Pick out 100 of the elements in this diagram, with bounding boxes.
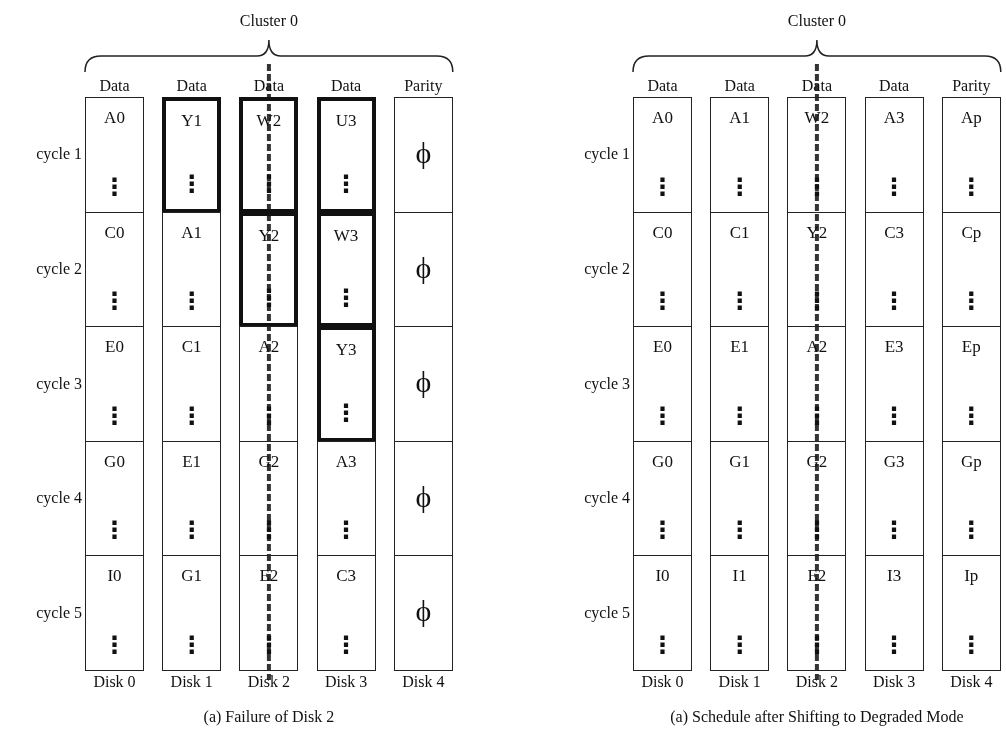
block-name: G0 [651,451,674,472]
block-name: I3 [886,566,903,587]
block-name: W2 [803,108,831,128]
block-name: U3 [334,111,358,131]
block-name: Y2 [257,225,281,246]
block-name: I0 [106,566,123,587]
highlighted-block [316,211,376,328]
disk-block [864,211,924,328]
ellipsis: ⋮ [803,515,830,546]
block-name: C0 [651,222,674,243]
empty-parity-symbol: ϕ [414,136,433,170]
block-name: E1 [181,451,203,472]
empty-parity-symbol: ϕ [414,479,433,514]
ellipsis: ⋮ [881,171,908,202]
disk-label: Disk 2 [247,673,290,691]
block-name: I1 [731,566,748,587]
ellipsis: ⋮ [649,630,676,660]
disk-block [787,97,847,213]
disk-block [864,326,924,442]
block-name: Y2 [805,222,829,243]
figure-caption: (a) Schedule after Shifting to Degraded Mode [670,708,964,726]
ellipsis: ⋮ [958,630,985,660]
ellipsis: ⋮ [178,286,205,317]
ellipsis: ⋮ [255,400,282,431]
block-name: G1 [728,451,752,472]
block-name: C0 [103,222,126,243]
disk-block [787,211,847,328]
disk-block [633,97,692,213]
ellipsis: ⋮ [255,515,282,546]
column-header: Parity [952,77,991,95]
block-name: C1 [180,337,203,358]
disk-block [393,97,453,213]
block-name: G2 [805,451,829,472]
ellipsis: ⋮ [101,171,128,202]
column-header: Data [99,77,130,95]
column-header: Data [176,77,207,95]
ellipsis: ⋮ [726,515,753,546]
empty-parity-symbol: ϕ [414,594,433,629]
column-header: Parity [404,77,443,95]
ellipsis: ⋮ [726,400,753,431]
block-name: I0 [654,566,671,587]
block-name: G0 [103,451,126,472]
block-name: Ap [959,108,983,128]
block-name: G1 [180,566,204,587]
block-name: Cp [960,222,983,243]
disk-block [864,555,924,671]
disk-label: Disk 0 [93,673,136,691]
block-name: E2 [806,566,828,587]
row-label: cycle 5 [36,603,82,622]
row-label: cycle 5 [584,603,630,622]
disk-block [633,326,692,442]
cluster-label: Cluster 0 [239,12,298,30]
disk-label: Disk 4 [950,673,993,691]
ellipsis: ⋮ [101,515,128,546]
disk-block [710,211,770,328]
ellipsis: ⋮ [101,286,128,317]
highlighted-block [239,211,299,328]
block-name: C1 [728,222,751,243]
disk-block [787,440,847,557]
disk-block [864,440,924,557]
cluster-label: Cluster 0 [787,12,846,30]
ellipsis: ⋮ [958,286,985,317]
block-name: Y3 [334,340,358,361]
disk-block [941,326,1001,442]
block-name: A1 [180,222,204,243]
ellipsis: ⋮ [803,630,830,660]
column-header: Data [647,77,678,95]
ellipsis: ⋮ [881,400,908,431]
block-name: A2 [805,337,829,358]
highlighted-block [239,97,299,213]
block-name: W3 [332,225,360,246]
disk-label: Disk 3 [873,673,916,691]
ellipsis: ⋮ [178,168,205,199]
ellipsis: ⋮ [881,515,908,546]
ellipsis: ⋮ [649,515,676,546]
block-name: E2 [258,566,280,587]
ellipsis: ⋮ [101,400,128,431]
block-name: E0 [104,337,125,358]
disk-block [633,211,692,328]
disk-block [239,326,299,442]
ellipsis: ⋮ [958,400,985,431]
disk-block [393,555,453,671]
block-name: E0 [652,337,673,358]
highlighted-block [316,326,376,442]
disk-block [85,555,144,671]
ellipsis: ⋮ [333,283,360,314]
disk-block [239,440,299,557]
disk-block [787,326,847,442]
block-name: E1 [729,337,751,358]
ellipsis: ⋮ [726,286,753,317]
ellipsis: ⋮ [803,171,830,202]
disk-label: Disk 2 [795,673,838,691]
block-name: Ep [960,337,982,358]
column-header: Data [879,77,910,95]
block-name: E3 [883,337,905,358]
block-name: Gp [959,451,983,472]
block-name: A3 [882,108,906,128]
block-name: A0 [651,108,674,128]
ellipsis: ⋮ [333,168,360,199]
block-name: A0 [103,108,126,128]
